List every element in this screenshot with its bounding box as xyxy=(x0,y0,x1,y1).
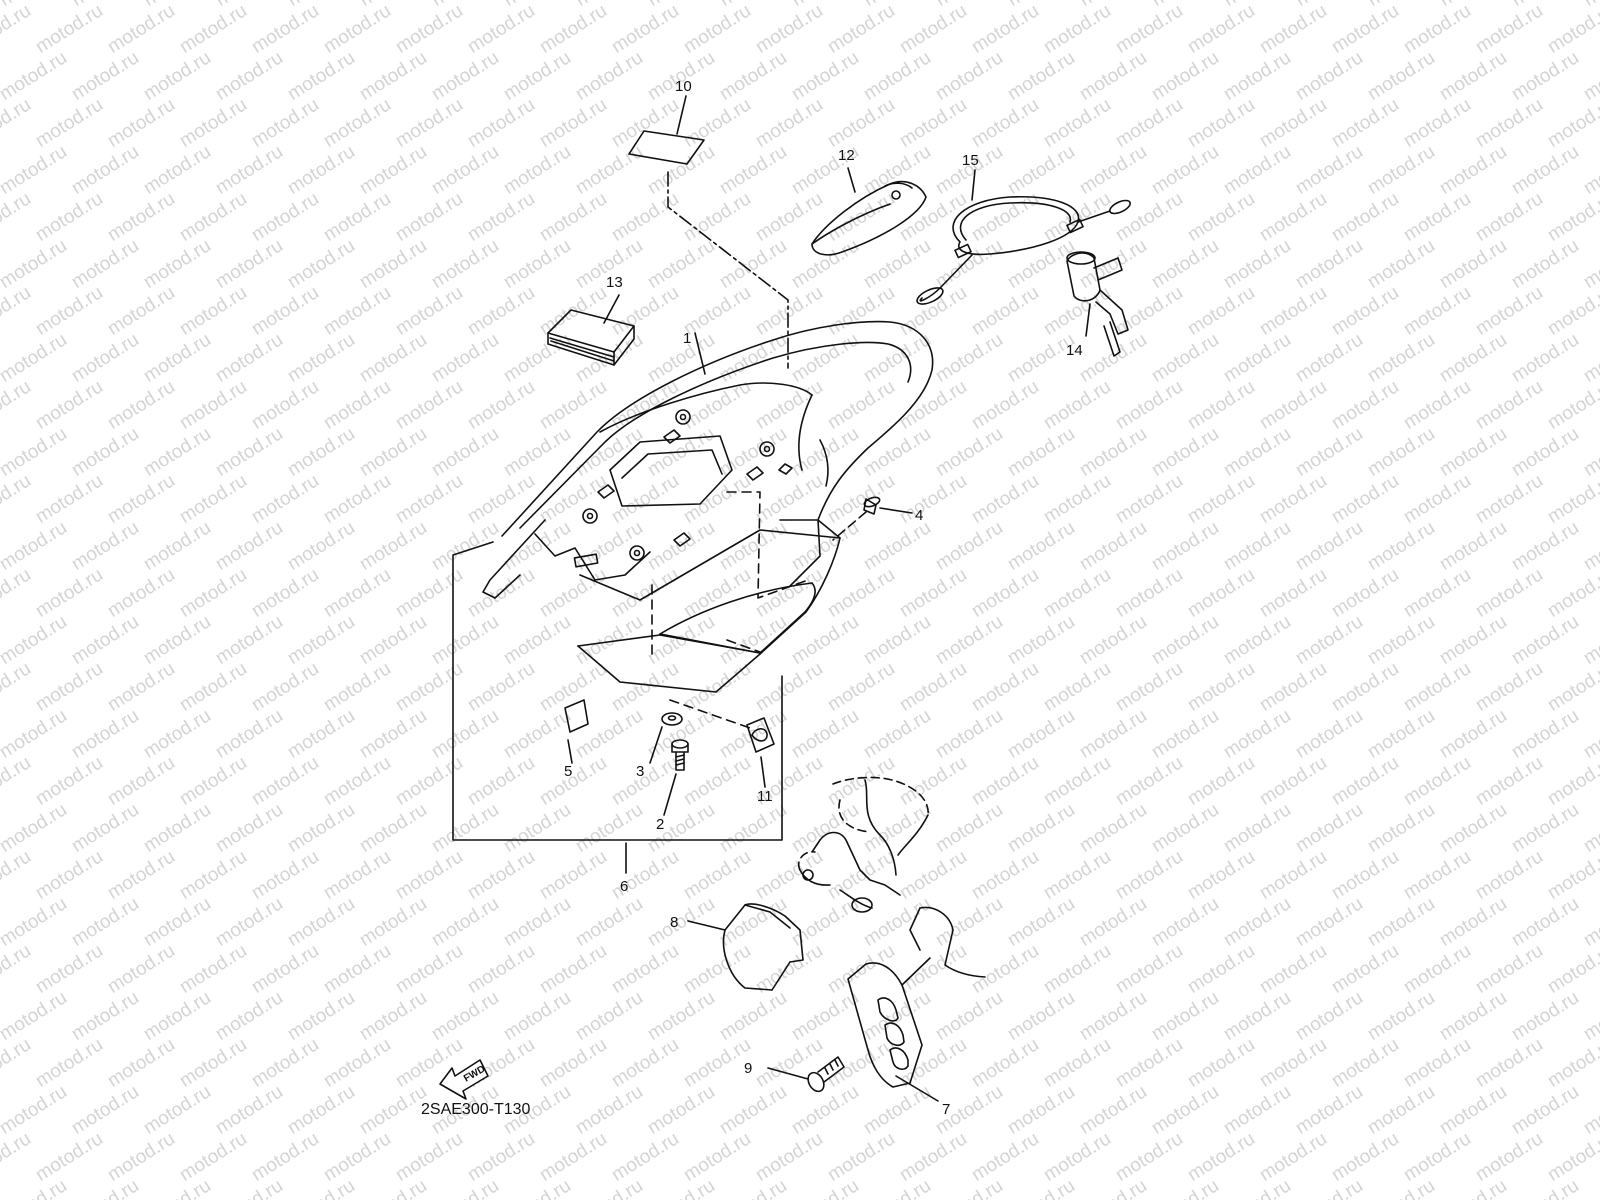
callout-14: 14 xyxy=(1066,342,1083,359)
callout-7: 7 xyxy=(942,1101,950,1118)
callout-9: 9 xyxy=(744,1060,752,1077)
diagram-code: 2SAE300-T130 xyxy=(421,1101,531,1118)
callout-12: 12 xyxy=(838,147,855,164)
callout-13: 13 xyxy=(606,274,623,291)
part-7-plate xyxy=(847,957,939,1102)
part-10-sticker xyxy=(628,95,705,165)
part-5-reflector xyxy=(564,699,589,764)
callout-2: 2 xyxy=(656,816,664,833)
part-8-guard xyxy=(687,903,804,991)
callout-11: 11 xyxy=(757,788,773,805)
part-9-screw xyxy=(767,1056,845,1093)
callout-5: 5 xyxy=(564,763,572,780)
part-3-washer xyxy=(649,712,683,764)
callout-3: 3 xyxy=(636,763,644,780)
part-11-clip xyxy=(746,717,775,788)
leader-line-10 xyxy=(667,171,789,369)
frame-reference-outline xyxy=(797,776,929,871)
part-1-rear-fender xyxy=(482,320,934,693)
fwd-arrow-icon xyxy=(439,1059,489,1100)
part-4-screw xyxy=(832,496,913,541)
callout-6: 6 xyxy=(620,878,628,895)
part-14-seat-lock xyxy=(1066,251,1129,357)
callout-4: 4 xyxy=(915,507,923,524)
hidden-lines xyxy=(651,491,809,729)
part-12-tool-pouch xyxy=(811,167,927,256)
part-6-bracket-frame xyxy=(452,541,783,841)
callout-1: 1 xyxy=(683,330,691,347)
part-15-cable-lock xyxy=(916,169,1131,305)
callout-8: 8 xyxy=(670,914,678,931)
part-2-bolt xyxy=(663,739,689,816)
part-13-manual xyxy=(547,294,635,366)
callout-15: 15 xyxy=(962,152,979,169)
frame-reference xyxy=(799,779,986,978)
callout-10: 10 xyxy=(675,78,692,95)
